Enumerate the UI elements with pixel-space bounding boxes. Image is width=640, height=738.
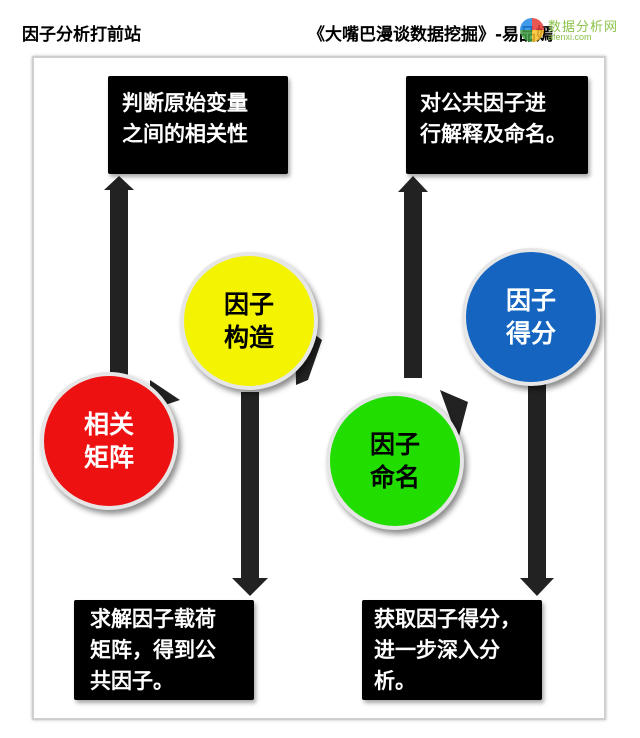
node-label: 因子 构造 [223,290,274,352]
box-explain-naming: 对公共因子进 行解释及命名。 [406,76,588,174]
node-correlation-matrix: 相关 矩阵 [40,372,178,510]
watermark-subtext: afenxi.com [548,32,592,42]
box-get-scores: 获取因子得分， 进一步深入分 析。 [362,600,542,700]
page-title: 因子分析打前站 [22,25,141,45]
node-label: 因子 得分 [505,286,556,348]
logo-icon [520,18,544,42]
node-label: 因子 命名 [369,430,420,492]
node-factor-score: 因子 得分 [462,248,600,386]
watermark-logo: 数据分析网 afenxi.com [520,16,638,46]
node-label: 相关 矩阵 [83,410,134,472]
watermark-text: 数据分析网 [548,20,619,35]
diagram-frame [32,56,606,720]
arrow-down-right [520,382,554,596]
node-factor-naming: 因子 命名 [326,392,464,530]
box-solve-loadings: 求解因子载荷 矩阵，得到公 共因子。 [74,600,254,700]
source-title: 《大嘴巴漫谈数据挖掘》-易品嫣 [308,25,554,45]
node-factor-construct: 因子 构造 [180,252,318,390]
box-judge-correlation: 判断原始变量 之间的相关性 [108,76,288,174]
arrow-up-right [398,176,468,440]
